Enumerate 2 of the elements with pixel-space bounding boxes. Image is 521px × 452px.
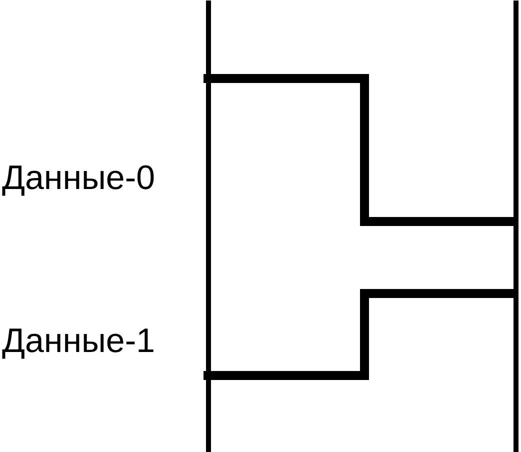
signal-label: Данные-1 (2, 324, 156, 358)
signal-label: Данные-0 (2, 161, 156, 195)
